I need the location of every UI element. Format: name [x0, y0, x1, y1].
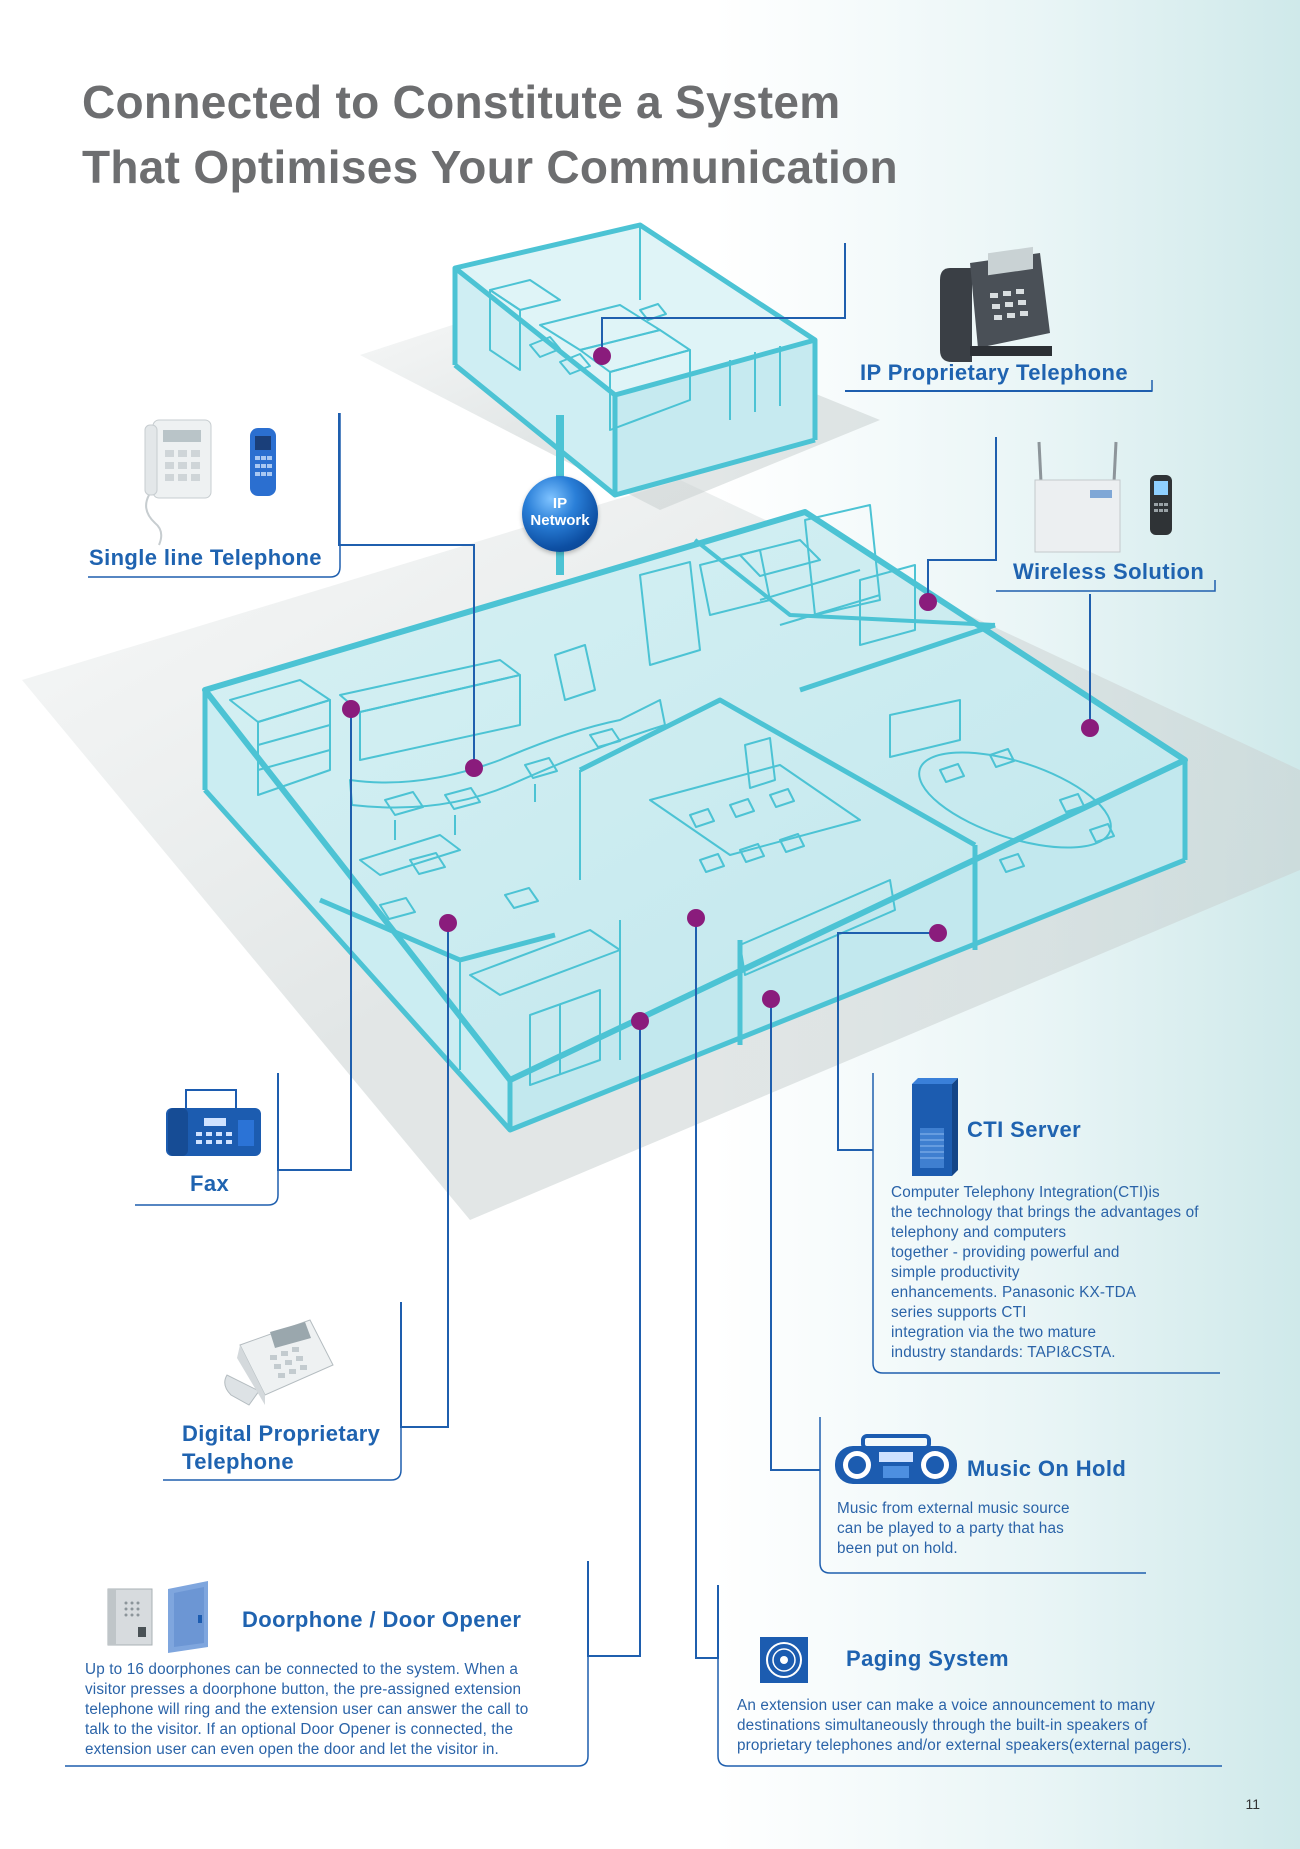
label-frames [65, 380, 1222, 1767]
fax-icon [166, 1089, 261, 1156]
label-digital-line-1: Digital Proprietary [182, 1421, 381, 1446]
node-doorphone [631, 1012, 649, 1030]
cti-server-description: Computer Telephony Integration(CTI)is th… [891, 1183, 1221, 1363]
connector-single-line [338, 413, 475, 768]
cti-desc-line: simple productivity [891, 1264, 1020, 1281]
doorphone-desc-line: visitor presses a doorphone button, the … [85, 1681, 522, 1698]
cti-desc-line: enhancements. Panasonic KX-TDA [891, 1284, 1137, 1301]
label-cti-server: CTI Server [967, 1117, 1082, 1142]
ip-network-line-2: Network [530, 512, 590, 529]
music-on-hold-description: Music from external music source can be … [837, 1499, 1137, 1559]
paging-system-description: An extension user can make a voice annou… [737, 1696, 1227, 1756]
ip-network-globe: IP Network [522, 476, 598, 552]
cti-desc-line: integration via the two mature [891, 1324, 1097, 1341]
wireless-base-station-icon [1034, 441, 1121, 553]
cordless-handset-icon [250, 428, 276, 496]
node-single-line [465, 759, 483, 777]
label-paging-system: Paging System [846, 1646, 1009, 1671]
label-fax: Fax [190, 1171, 230, 1196]
single-line-telephone-icon [144, 419, 212, 546]
boombox-icon [835, 1434, 957, 1484]
node-music [762, 990, 780, 1008]
doorphone-description: Up to 16 doorphones can be connected to … [85, 1660, 585, 1760]
title-line-1: Connected to Constitute a System [82, 76, 841, 128]
speaker-icon [760, 1637, 808, 1683]
music-desc-line: been put on hold. [837, 1540, 958, 1557]
label-ip-proprietary-telephone: IP Proprietary Telephone [860, 360, 1128, 385]
music-desc-line: Music from external music source [837, 1500, 1070, 1517]
label-wireless-solution: Wireless Solution [1013, 559, 1205, 584]
digital-telephone-icon [224, 1319, 334, 1406]
label-music-on-hold: Music On Hold [967, 1456, 1127, 1481]
node-fax [342, 700, 360, 718]
node-digital [439, 914, 457, 932]
node-wireless-b [1081, 719, 1099, 737]
cti-desc-line: the technology that brings the advantage… [891, 1204, 1199, 1221]
paging-desc-line: destinations simultaneously through the … [737, 1717, 1148, 1734]
doorphone-icon [107, 1588, 153, 1646]
title-line-2: That Optimises Your Communication [82, 141, 898, 193]
connector-cti [837, 932, 938, 1151]
cti-desc-line: Computer Telephony Integration(CTI)is [891, 1184, 1160, 1201]
upper-office [452, 222, 818, 498]
page-title: Connected to Constitute a System That Op… [82, 70, 898, 200]
ip-network-line-1: IP [552, 495, 568, 512]
main-office [202, 504, 1188, 1133]
label-single-line-telephone: Single line Telephone [89, 545, 322, 570]
node-paging [687, 909, 705, 927]
connector-music [770, 999, 820, 1471]
page-number: 11 [1245, 1796, 1260, 1812]
connection-nodes [342, 347, 1099, 1030]
node-wireless-a [919, 593, 937, 611]
cti-desc-line: together - providing powerful and [891, 1244, 1120, 1261]
label-doorphone: Doorphone / Door Opener [242, 1607, 522, 1632]
paging-desc-line: An extension user can make a voice annou… [737, 1697, 1156, 1714]
doorphone-desc-line: extension user can even open the door an… [85, 1741, 499, 1758]
doorphone-desc-line: Up to 16 doorphones can be connected to … [85, 1661, 519, 1678]
label-digital-line-2: Telephone [182, 1449, 294, 1474]
dect-handset-icon [1150, 475, 1172, 535]
paging-desc-line: proprietary telephones and/or external s… [737, 1737, 1192, 1754]
node-ip-phone [593, 347, 611, 365]
doorphone-desc-line: talk to the visitor. If an optional Door… [85, 1721, 514, 1738]
cti-server-icon [912, 1078, 958, 1176]
connector-ip-phone [601, 243, 846, 353]
door-opener-icon [168, 1581, 208, 1653]
cti-desc-line: industry standards: TAPI&CSTA. [891, 1344, 1116, 1361]
connector-wireless-a [927, 437, 997, 602]
music-desc-line: can be played to a party that has [837, 1520, 1064, 1537]
cti-desc-line: telephony and computers [891, 1224, 1067, 1241]
node-cti [929, 924, 947, 942]
ip-telephone-icon [940, 246, 1052, 362]
label-digital-proprietary-telephone: Digital Proprietary Telephone [182, 1420, 380, 1476]
cti-desc-line: series supports CTI [891, 1304, 1027, 1321]
doorphone-desc-line: telephone will ring and the extension us… [85, 1701, 529, 1718]
